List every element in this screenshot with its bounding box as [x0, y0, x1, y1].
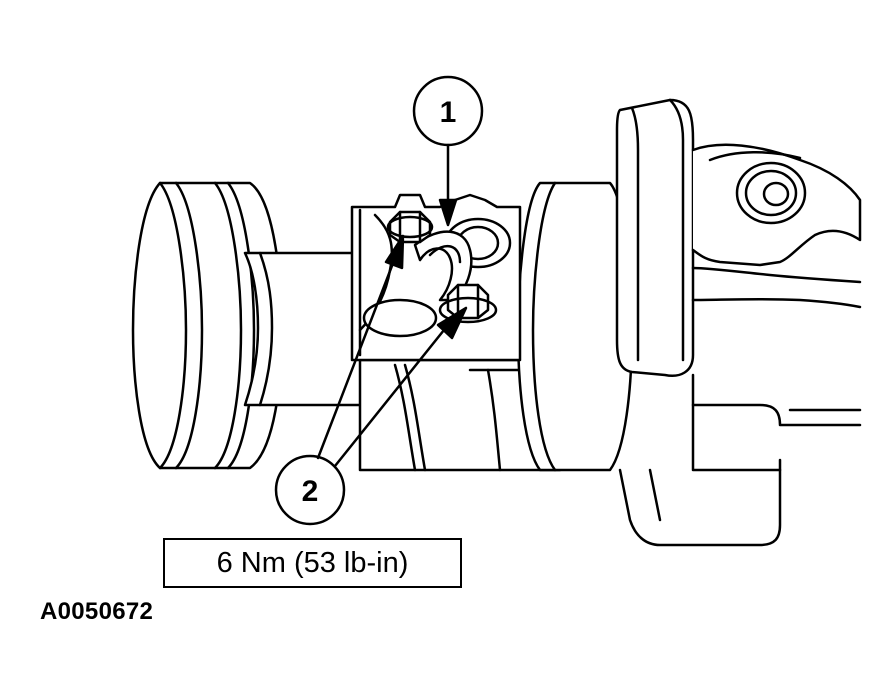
mounting-block	[350, 193, 522, 362]
callout-1-label: 1	[440, 96, 457, 129]
gear-case	[618, 143, 862, 547]
callout-1	[412, 75, 484, 227]
right-cylinder	[516, 181, 634, 472]
flange-plate	[615, 98, 695, 377]
bolt-upper	[386, 210, 434, 244]
torque-spec-box: 6 Nm (53 lb-in)	[163, 538, 462, 588]
shaft	[243, 251, 374, 407]
bolt-lower	[438, 283, 498, 324]
callout-2	[274, 234, 468, 526]
torque-spec-text: 6 Nm (53 lb-in)	[216, 546, 409, 579]
figure-id: A0050672	[40, 598, 154, 625]
callout-2-label: 2	[302, 475, 319, 508]
